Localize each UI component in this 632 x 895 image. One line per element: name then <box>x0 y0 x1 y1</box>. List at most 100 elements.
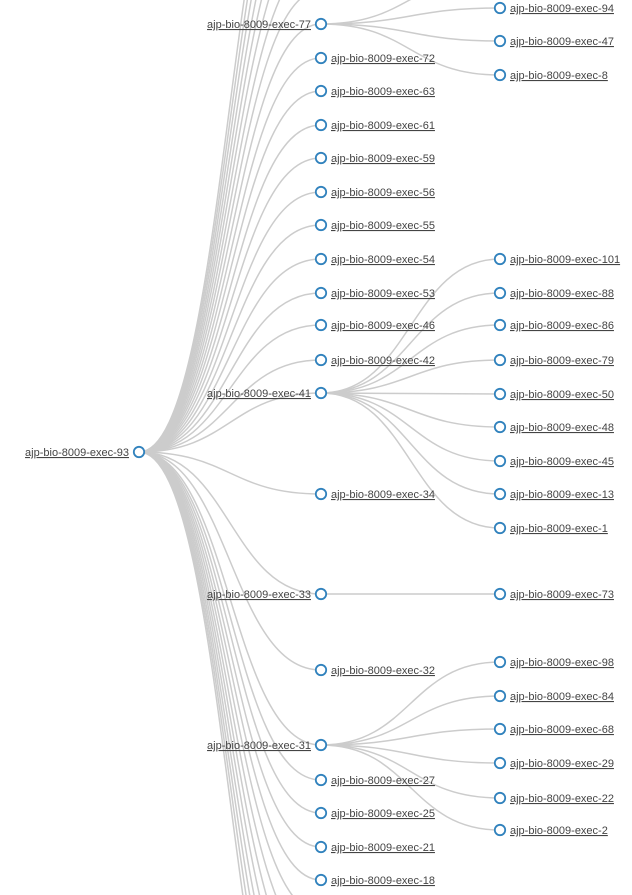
node-label[interactable]: ajp-bio-8009-exec-55 <box>331 220 435 232</box>
node-circle[interactable] <box>493 387 507 401</box>
node-circle[interactable] <box>493 68 507 82</box>
node-circle[interactable] <box>314 17 328 31</box>
node-circle[interactable] <box>493 252 507 266</box>
node-label[interactable]: ajp-bio-8009-exec-68 <box>510 724 614 736</box>
node-label[interactable]: ajp-bio-8009-exec-27 <box>331 775 435 787</box>
node-label[interactable]: ajp-bio-8009-exec-101 <box>510 254 620 266</box>
tree-node-ajp-bio-8009-exec-50: ajp-bio-8009-exec-50 <box>493 387 614 401</box>
node-label[interactable]: ajp-bio-8009-exec-18 <box>331 875 435 887</box>
tree-link <box>138 90 322 453</box>
tree-link <box>138 451 322 814</box>
node-circle[interactable] <box>493 487 507 501</box>
tree-link-offscreen <box>138 451 268 895</box>
node-label[interactable]: ajp-bio-8009-exec-32 <box>331 665 435 677</box>
tree-link-offscreen <box>138 0 252 453</box>
node-circle[interactable] <box>314 663 328 677</box>
node-circle[interactable] <box>493 318 507 332</box>
node-circle[interactable] <box>493 420 507 434</box>
node-label[interactable]: ajp-bio-8009-exec-63 <box>331 86 435 98</box>
tree-node-ajp-bio-8009-exec-79: ajp-bio-8009-exec-79 <box>493 353 614 367</box>
node-circle[interactable] <box>314 873 328 887</box>
node-circle[interactable] <box>493 791 507 805</box>
tree-link <box>138 191 322 453</box>
node-label[interactable]: ajp-bio-8009-exec-34 <box>331 489 435 501</box>
node-circle[interactable] <box>493 1 507 15</box>
node-label[interactable]: ajp-bio-8009-exec-48 <box>510 422 614 434</box>
node-circle[interactable] <box>314 218 328 232</box>
node-label[interactable]: ajp-bio-8009-exec-59 <box>331 153 435 165</box>
node-circle[interactable] <box>314 840 328 854</box>
node-circle[interactable] <box>314 151 328 165</box>
node-label[interactable]: ajp-bio-8009-exec-50 <box>510 389 614 401</box>
node-label[interactable]: ajp-bio-8009-exec-47 <box>510 36 614 48</box>
node-label[interactable]: ajp-bio-8009-exec-53 <box>331 288 435 300</box>
node-circle[interactable] <box>493 823 507 837</box>
node-label[interactable]: ajp-bio-8009-exec-61 <box>331 120 435 132</box>
node-circle[interactable] <box>314 773 328 787</box>
node-circle[interactable] <box>314 84 328 98</box>
node-label[interactable]: ajp-bio-8009-exec-94 <box>510 3 614 15</box>
node-circle[interactable] <box>314 252 328 266</box>
node-circle[interactable] <box>314 386 328 400</box>
node-label[interactable]: ajp-bio-8009-exec-54 <box>331 254 435 266</box>
node-label[interactable]: ajp-bio-8009-exec-8 <box>510 70 608 82</box>
node-circle[interactable] <box>493 587 507 601</box>
node-circle[interactable] <box>314 286 328 300</box>
node-label[interactable]: ajp-bio-8009-exec-22 <box>510 793 614 805</box>
node-circle[interactable] <box>314 806 328 820</box>
node-label[interactable]: ajp-bio-8009-exec-98 <box>510 657 614 669</box>
node-label[interactable]: ajp-bio-8009-exec-2 <box>510 825 608 837</box>
node-circle[interactable] <box>314 185 328 199</box>
node-circle[interactable] <box>132 445 146 459</box>
tree-node-ajp-bio-8009-exec-88: ajp-bio-8009-exec-88 <box>493 286 614 300</box>
node-circle[interactable] <box>314 587 328 601</box>
tree-node-ajp-bio-8009-exec-73: ajp-bio-8009-exec-73 <box>493 587 614 601</box>
node-label[interactable]: ajp-bio-8009-exec-46 <box>331 320 435 332</box>
node-label[interactable]: ajp-bio-8009-exec-56 <box>331 187 435 199</box>
node-circle[interactable] <box>493 655 507 669</box>
node-label[interactable]: ajp-bio-8009-exec-33 <box>207 589 311 601</box>
node-label[interactable]: ajp-bio-8009-exec-21 <box>331 842 435 854</box>
node-circle[interactable] <box>314 353 328 367</box>
node-label[interactable]: ajp-bio-8009-exec-79 <box>510 355 614 367</box>
node-circle[interactable] <box>314 51 328 65</box>
node-circle[interactable] <box>314 738 328 752</box>
tree-node-ajp-bio-8009-exec-29: ajp-bio-8009-exec-29 <box>493 756 614 770</box>
tree-node-ajp-bio-8009-exec-63: ajp-bio-8009-exec-63 <box>314 84 435 98</box>
node-label[interactable]: ajp-bio-8009-exec-77 <box>207 19 311 31</box>
node-label[interactable]: ajp-bio-8009-exec-93 <box>25 447 129 459</box>
node-circle[interactable] <box>493 689 507 703</box>
node-circle[interactable] <box>493 34 507 48</box>
node-label[interactable]: ajp-bio-8009-exec-45 <box>510 456 614 468</box>
node-label[interactable]: ajp-bio-8009-exec-1 <box>510 523 608 535</box>
node-label[interactable]: ajp-bio-8009-exec-88 <box>510 288 614 300</box>
node-label[interactable]: ajp-bio-8009-exec-72 <box>331 53 435 65</box>
tree-node-ajp-bio-8009-exec-55: ajp-bio-8009-exec-55 <box>314 218 435 232</box>
tree-link <box>138 451 322 881</box>
node-label[interactable]: ajp-bio-8009-exec-13 <box>510 489 614 501</box>
node-circle[interactable] <box>493 722 507 736</box>
node-circle[interactable] <box>314 487 328 501</box>
node-label[interactable]: ajp-bio-8009-exec-31 <box>207 740 311 752</box>
node-circle[interactable] <box>314 118 328 132</box>
node-label[interactable]: ajp-bio-8009-exec-42 <box>331 355 435 367</box>
tree-node-ajp-bio-8009-exec-47: ajp-bio-8009-exec-47 <box>493 34 614 48</box>
node-circle[interactable] <box>493 454 507 468</box>
node-label[interactable]: ajp-bio-8009-exec-84 <box>510 691 614 703</box>
tree-link <box>138 157 322 453</box>
tree-link <box>320 392 501 462</box>
tree-node-ajp-bio-8009-exec-56: ajp-bio-8009-exec-56 <box>314 185 435 199</box>
node-label[interactable]: ajp-bio-8009-exec-29 <box>510 758 614 770</box>
node-label[interactable]: ajp-bio-8009-exec-73 <box>510 589 614 601</box>
node-label[interactable]: ajp-bio-8009-exec-25 <box>331 808 435 820</box>
node-circle[interactable] <box>493 756 507 770</box>
node-label[interactable]: ajp-bio-8009-exec-86 <box>510 320 614 332</box>
tree-link <box>138 451 322 495</box>
node-label[interactable]: ajp-bio-8009-exec-41 <box>207 388 311 400</box>
tree-link <box>138 392 322 453</box>
node-circle[interactable] <box>493 353 507 367</box>
node-circle[interactable] <box>493 521 507 535</box>
node-circle[interactable] <box>314 318 328 332</box>
node-circle[interactable] <box>493 286 507 300</box>
